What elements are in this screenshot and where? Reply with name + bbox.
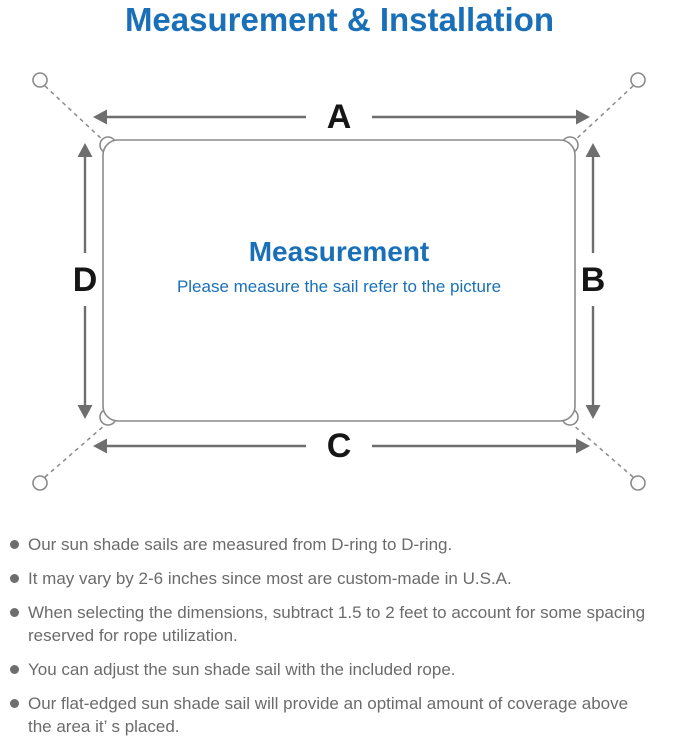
- diagram-center-title: Measurement: [249, 236, 430, 267]
- list-item: When selecting the dimensions, subtract …: [10, 601, 672, 647]
- note-text: Our sun shade sails are measured from D-…: [28, 533, 452, 556]
- note-line: When selecting the dimensions, subtract …: [28, 603, 646, 622]
- sail-outline: [102, 139, 576, 422]
- arrowhead-down-icon: [77, 405, 93, 419]
- diagram-center-subtitle: Please measure the sail refer to the pic…: [177, 277, 501, 296]
- arrowhead-left-icon: [93, 438, 107, 454]
- arrowhead-left-icon: [93, 109, 107, 125]
- bullet-icon: [10, 540, 19, 549]
- anchor-ring-icon: [630, 475, 646, 491]
- list-item: It may vary by 2-6 inches since most are…: [10, 567, 672, 590]
- rope-line-top-right: [571, 85, 634, 144]
- note-text: You can adjust the sun shade sail with t…: [28, 658, 456, 681]
- note-line: It may vary by 2-6 inches since most are…: [28, 569, 512, 588]
- note-line: the area it’ s placed.: [28, 717, 180, 736]
- arrowhead-down-icon: [585, 405, 601, 419]
- notes-list: Our sun shade sails are measured from D-…: [10, 533, 672, 739]
- arrowhead-up-icon: [77, 143, 93, 157]
- note-text: When selecting the dimensions, subtract …: [28, 601, 645, 647]
- dimension-label-d: D: [73, 261, 98, 299]
- note-line: reserved for rope utilization.: [28, 626, 238, 645]
- dimension-arrow-c: [93, 438, 590, 454]
- rope-line-bottom-right: [571, 423, 634, 478]
- rope-line-top-left: [44, 85, 107, 144]
- arrowhead-right-icon: [576, 109, 590, 125]
- dimension-arrow-d: [77, 143, 93, 419]
- list-item: You can adjust the sun shade sail with t…: [10, 658, 672, 681]
- anchor-ring-icon: [630, 72, 646, 88]
- anchor-ring-icon: [32, 72, 48, 88]
- dimension-arrow-a: [93, 109, 590, 125]
- bullet-icon: [10, 608, 19, 617]
- dimension-arrow-b: [585, 143, 601, 419]
- rope-dashed-lines: [44, 85, 634, 478]
- bullet-icon: [10, 699, 19, 708]
- arrowhead-up-icon: [585, 143, 601, 157]
- anchor-ring-icon: [32, 475, 48, 491]
- note-text: Our flat-edged sun shade sail will provi…: [28, 692, 628, 738]
- dimension-label-b: B: [581, 261, 606, 299]
- note-line: You can adjust the sun shade sail with t…: [28, 660, 456, 679]
- anchor-rings: [32, 72, 646, 491]
- note-text: It may vary by 2-6 inches since most are…: [28, 567, 512, 590]
- note-line: Our flat-edged sun shade sail will provi…: [28, 694, 629, 713]
- arrowhead-right-icon: [576, 438, 590, 454]
- sail-measurement-diagram: A C D B Measurement Please measure the s…: [32, 72, 646, 491]
- bullet-icon: [10, 665, 19, 674]
- rope-line-bottom-left: [44, 423, 107, 478]
- page-title: Measurement & Installation: [124, 1, 555, 38]
- bullet-icon: [10, 574, 19, 583]
- list-item: Our flat-edged sun shade sail will provi…: [10, 692, 672, 738]
- note-line: Our sun shade sails are measured from D-…: [28, 535, 453, 554]
- dimension-label-c: C: [327, 427, 352, 465]
- list-item: Our sun shade sails are measured from D-…: [10, 533, 672, 556]
- dimension-label-a: A: [327, 98, 352, 136]
